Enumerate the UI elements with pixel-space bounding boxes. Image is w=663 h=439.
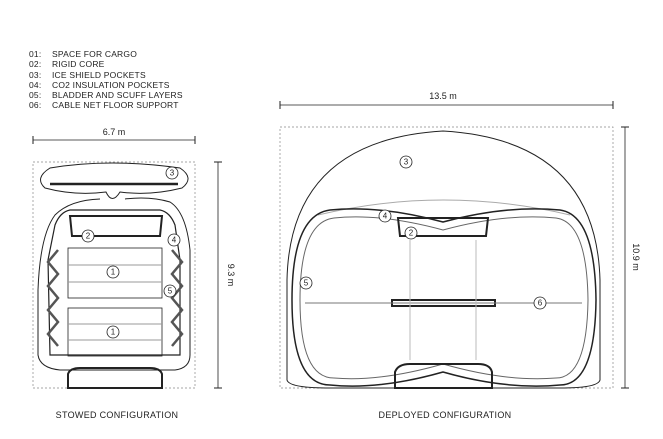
callout-label: 2 [409, 229, 414, 238]
legend-number: 05: [29, 90, 42, 101]
ice-shield-pocket [40, 162, 189, 199]
legend-number: 01: [29, 49, 42, 59]
callout-label: 1 [111, 328, 116, 337]
callout-label: 3 [404, 158, 409, 167]
callout-label: 3 [170, 169, 175, 178]
stowed-height-label: 9.3 m [226, 264, 236, 287]
callout-label: 6 [538, 299, 543, 308]
rigid-core-top [68, 215, 164, 237]
deployed-width-label: 13.5 m [429, 91, 457, 101]
legend-item: 02: RIGID CORE [29, 59, 183, 69]
cargo-bay-upper [67, 247, 163, 299]
legend-number: 06: [29, 100, 42, 111]
stowed-caption: STOWED CONFIGURATION [56, 410, 179, 420]
stowed-outer-hull [37, 197, 191, 371]
stowed-width-label: 6.7 m [103, 127, 126, 137]
deployed-bounding-box [279, 126, 614, 389]
legend-item: 01: SPACE FOR CARGO [29, 49, 183, 59]
callout-label: 2 [86, 232, 91, 241]
cargo-bay-lower [67, 307, 163, 357]
stowed-drawing [32, 161, 196, 389]
legend: 01: SPACE FOR CARGO 02: RIGID CORE 03: ICE … [29, 49, 183, 111]
callout-label: 5 [168, 287, 173, 296]
legend-item: 05: BLADDER AND SCUFF LAYERS [29, 90, 183, 100]
legend-number: 02: [29, 59, 42, 70]
stowed-base [67, 367, 163, 389]
legend-label: BLADDER AND SCUFF LAYERS [52, 90, 183, 101]
callout-label: 5 [304, 279, 309, 288]
callout-label: 4 [172, 236, 177, 245]
legend-label: CABLE NET FLOOR SUPPORT [52, 100, 179, 111]
legend-item: 06: CABLE NET FLOOR SUPPORT [29, 100, 183, 110]
legend-item: 03: ICE SHIELD POCKETS [29, 70, 183, 80]
deployed-drawing [279, 126, 614, 389]
deployed-rigid-core-top [396, 217, 490, 237]
legend-item: 04: CO2 INSULATION POCKETS [29, 80, 183, 90]
deployed-capsule [291, 208, 597, 387]
deployed-height-label: 10.9 m [631, 243, 641, 271]
deployed-caption: DEPLOYED CONFIGURATION [379, 410, 512, 420]
legend-label: SPACE FOR CARGO [52, 49, 138, 59]
legend-label: RIGID CORE [52, 59, 105, 70]
callout-label: 1 [111, 268, 116, 277]
legend-number: 03: [29, 69, 42, 80]
deployed-base [394, 363, 493, 389]
legend-label: ICE SHIELD POCKETS [52, 69, 146, 80]
callout-label: 4 [383, 212, 388, 221]
legend-number: 04: [29, 79, 42, 90]
deployed-dome [286, 130, 601, 389]
legend-label: CO2 INSULATION POCKETS [52, 79, 170, 90]
